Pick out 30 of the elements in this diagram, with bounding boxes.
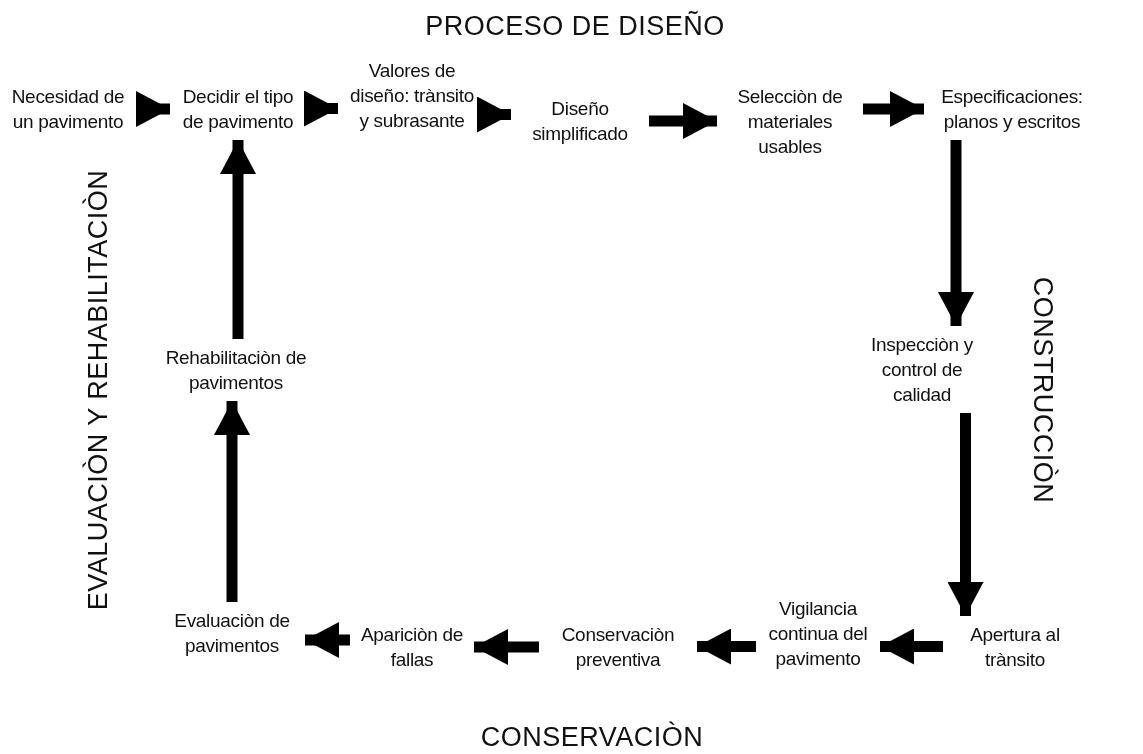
block-arrow [863,91,924,127]
phase-label: CONSERVACIÒN [480,721,704,753]
block-arrow [214,401,250,602]
block-arrow [304,90,338,127]
phase-label: EVALUACIÒN Y REHABILITACIÒN [82,169,114,611]
step-text: Valores de diseño: trànsito y subrasante [348,59,476,133]
block-arrow [938,140,974,326]
block-arrow [474,629,539,665]
step-text: Selecciòn de materiales usables [736,85,844,159]
step-text: Necesidad de un pavimento [10,85,126,134]
block-arrow [305,622,350,658]
block-arrow [880,628,943,665]
step-text: Apariciòn de fallas [360,623,464,672]
block-arrow [477,96,511,133]
step-text: Inspecciòn y control de calidad [870,333,974,407]
phase-label: CONSTRUCCIÒN [1026,276,1058,504]
block-arrow [697,628,756,665]
step-text: Evaluaciòn de pavimentos [173,609,291,658]
step-text: Diseño simplificado [531,97,629,146]
step-text: Decidir el tipo de pavimento [181,85,295,134]
block-arrow [649,103,717,139]
phase-label: PROCESO DE DISEÑO [425,10,725,42]
block-arrow [220,140,256,339]
step-text: Vigilancia continua del pavimento [767,597,869,671]
block-arrow [136,91,170,127]
step-text: Rehabilitaciòn de pavimentos [164,346,308,395]
block-arrow [947,413,984,616]
step-text: Especificaciones: planos y escritos [940,85,1084,134]
step-text: Apertura al trànsito [969,623,1061,672]
step-text: Conservaciòn preventiva [560,623,676,672]
